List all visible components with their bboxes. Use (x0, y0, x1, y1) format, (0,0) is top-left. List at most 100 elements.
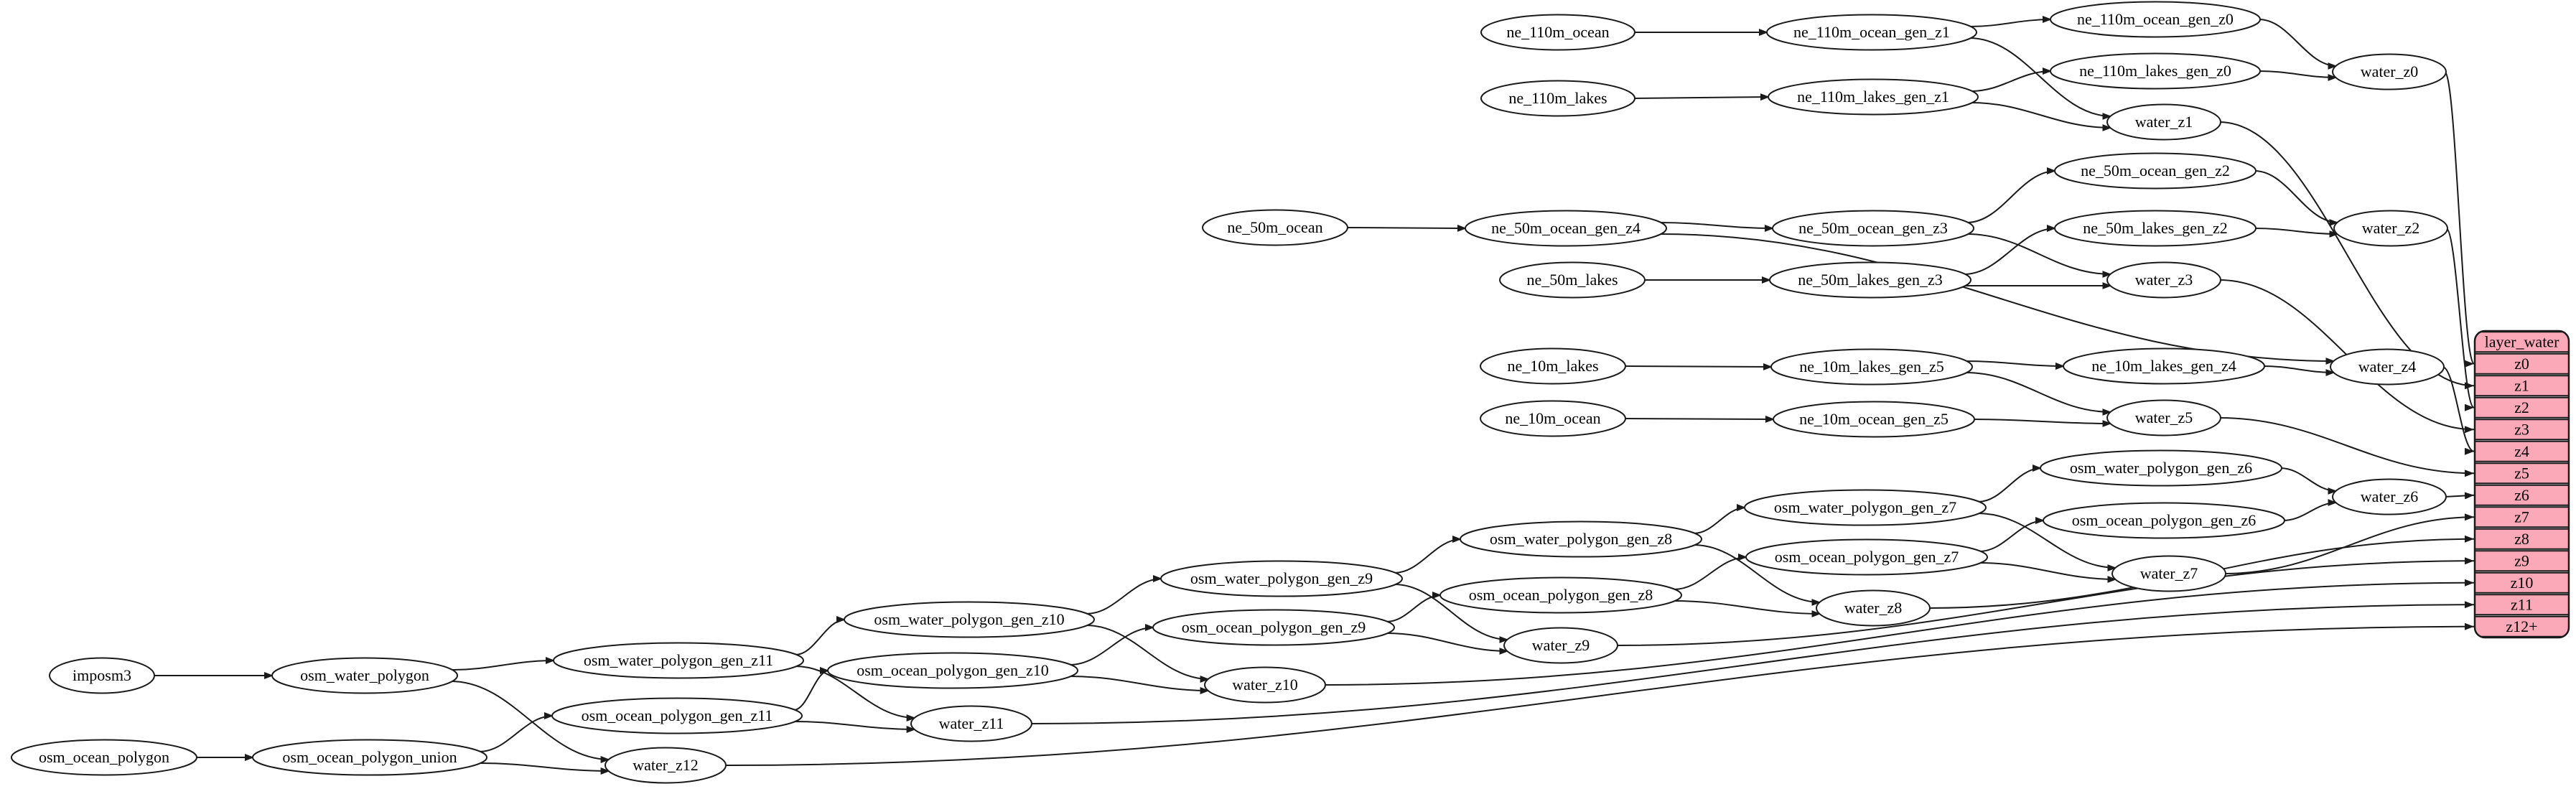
edge-osm_ocean_polygon_gen_z8-to-osm_ocean_polygon_gen_z7 (1673, 554, 1748, 590)
node-label: water_z8 (1844, 599, 1903, 617)
node-ellipse (1816, 589, 1931, 627)
node-ellipse (551, 697, 803, 734)
node-label: osm_water_polygon_gen_z9 (1190, 569, 1373, 587)
table-title: layer_water (2485, 332, 2559, 350)
edge-osm_water_polygon_gen_z9-to-osm_water_polygon_gen_z8 (1394, 536, 1462, 574)
table-row-label-z4: z4 (2514, 442, 2529, 460)
edge-osm_water_polygon_gen_z7-to-osm_water_polygon_gen_z6 (1977, 464, 2043, 503)
node-ellipse (1499, 261, 1646, 299)
node-ne_50m_lakes_gen_z3: ne_50m_lakes_gen_z3 (1769, 261, 1971, 299)
node-ne_110m_ocean: ne_110m_ocean (1480, 14, 1635, 51)
node-label: imposm3 (73, 666, 131, 684)
edge-ne_50m_ocean_gen_z2-to-water_z2 (2254, 170, 2339, 226)
node-water_z1: water_z1 (2106, 103, 2221, 141)
edge-ne_10m_lakes-to-ne_10m_lakes_gen_z5 (1623, 363, 1773, 370)
table-row-z0 (2475, 353, 2569, 375)
node-water_z6: water_z6 (2332, 478, 2447, 515)
table-row-z11 (2475, 594, 2569, 616)
table-row-label-z7: z7 (2514, 508, 2529, 526)
node-label: osm_ocean_polygon (39, 748, 169, 766)
node-label: osm_water_polygon_gen_z6 (2070, 459, 2252, 477)
edge-water_z10-to-layer_water-z10 (1323, 579, 2475, 686)
node-osm_ocean_polygon_union: osm_ocean_polygon_union (252, 739, 487, 776)
node-label: water_z11 (939, 714, 1004, 732)
edge-osm_water_polygon_gen_z10-to-water_z10 (1086, 625, 1210, 683)
table-row-z9 (2475, 550, 2569, 572)
edge-ne_10m_ocean_gen_z5-to-water_z5 (1972, 419, 2112, 427)
node-label: osm_water_polygon_gen_z7 (1774, 498, 1956, 516)
node-ellipse (1503, 627, 1618, 664)
node-osm_water_polygon_gen_z10: osm_water_polygon_gen_z10 (844, 601, 1095, 638)
edge-water_z1-to-layer_water-z1 (2218, 121, 2475, 390)
node-ellipse (1460, 520, 1702, 558)
node-osm_ocean_polygon_gen_z8: osm_ocean_polygon_gen_z8 (1439, 576, 1682, 614)
node-label: water_z4 (2358, 358, 2417, 375)
node-label: ne_110m_ocean_gen_z1 (1793, 23, 1950, 41)
node-osm_ocean_polygon_gen_z6: osm_ocean_polygon_gen_z6 (2043, 502, 2285, 539)
edge-ne_50m_ocean_gen_z3-to-water_z3 (1966, 233, 2112, 278)
edge-osm_ocean_polygon_gen_z7-to-water_z7 (1979, 562, 2117, 583)
edge-water_z6-to-layer_water-z6 (2444, 492, 2475, 500)
edge-ne_110m_lakes_gen_z0-to-water_z0 (2258, 70, 2338, 81)
node-ellipse (1770, 348, 1973, 386)
table-row-label-z2: z2 (2514, 398, 2529, 416)
node-ellipse (1439, 576, 1682, 614)
node-ne_50m_ocean_gen_z3: ne_50m_ocean_gen_z3 (1772, 210, 1974, 247)
node-ne_110m_lakes_gen_z1: ne_110m_lakes_gen_z1 (1768, 78, 1979, 116)
node-label: ne_50m_lakes (1526, 271, 1618, 289)
node-osm_ocean_polygon: osm_ocean_polygon (11, 739, 197, 776)
node-label: ne_50m_lakes_gen_z2 (2083, 219, 2228, 237)
node-label: ne_10m_ocean_gen_z5 (1799, 410, 1949, 428)
node-ellipse (1769, 261, 1971, 299)
node-osm_ocean_polygon_gen_z9: osm_ocean_polygon_gen_z9 (1152, 609, 1395, 646)
edge-ne_50m_ocean_gen_z4-to-ne_50m_ocean_gen_z3 (1659, 222, 1775, 232)
table-row-z3 (2475, 419, 2569, 441)
edge-osm_water_polygon_gen_z11-to-water_z11 (795, 666, 916, 722)
edge-osm_water_polygon-to-water_z12 (450, 681, 610, 763)
node-label: ne_110m_lakes_gen_z1 (1797, 88, 1949, 106)
table-border (2473, 330, 2570, 639)
node-ellipse (2106, 399, 2221, 436)
edge-water_z11-to-layer_water-z11 (1030, 601, 2475, 724)
node-label: osm_ocean_polygon_gen_z11 (582, 706, 773, 724)
table-row-z7 (2475, 506, 2569, 528)
node-ellipse (1773, 401, 1975, 438)
node-ellipse (11, 739, 197, 776)
node-label: ne_10m_lakes_gen_z4 (2091, 357, 2236, 375)
edge-osm_ocean_polygon_gen_z10-to-water_z10 (1069, 676, 1210, 694)
node-label: ne_10m_ocean (1505, 409, 1600, 427)
node-ellipse (1772, 210, 1974, 247)
node-label: osm_ocean_polygon_gen_z10 (857, 661, 1049, 679)
node-ne_10m_lakes: ne_10m_lakes (1480, 347, 1626, 385)
node-water_z3: water_z3 (2106, 261, 2221, 299)
node-ellipse (1480, 14, 1635, 51)
edge-osm_water_polygon_gen_z9-to-water_z9 (1394, 584, 1509, 643)
nodes-layer: ne_110m_ocean ne_110m_ocean_gen_z1 ne_110m… (11, 1, 2448, 784)
node-label: water_z3 (2135, 271, 2193, 289)
edge-water_z9-to-layer_water-z9 (1615, 557, 2475, 646)
edge-osm_water_polygon-to-osm_water_polygon_gen_z11 (450, 657, 556, 671)
node-ne_110m_ocean_gen_z1: ne_110m_ocean_gen_z1 (1766, 14, 1977, 51)
node-label: ne_10m_lakes_gen_z5 (1799, 358, 1944, 375)
node-osm_water_polygon_gen_z11: osm_water_polygon_gen_z11 (553, 642, 804, 679)
node-label: osm_ocean_polygon_union (282, 748, 457, 766)
node-label: osm_ocean_polygon_gen_z7 (1775, 548, 1959, 566)
edge-ne_110m_ocean_gen_z0-to-water_z0 (2258, 19, 2338, 70)
edge-osm_ocean_polygon_gen_z7-to-osm_ocean_polygon_gen_z6 (1979, 517, 2045, 552)
edge-ne_110m_lakes_gen_z1-to-ne_110m_lakes_gen_z0 (1970, 67, 2053, 92)
node-ellipse (1204, 666, 1326, 704)
node-ellipse (1766, 14, 1977, 51)
node-water_z7: water_z7 (2111, 555, 2226, 592)
edge-osm_ocean_polygon_union-to-osm_ocean_polygon_gen_z11 (479, 712, 554, 752)
node-water_z9: water_z9 (1503, 627, 1618, 664)
table-row-z4 (2475, 440, 2569, 462)
node-label: water_z2 (2362, 219, 2420, 237)
edge-ne_110m_ocean_gen_z1-to-ne_110m_ocean_gen_z0 (1969, 16, 2053, 27)
edge-osm_ocean_polygon_gen_z8-to-water_z8 (1673, 600, 1821, 617)
node-label: ne_10m_lakes (1507, 357, 1598, 375)
node-ellipse (844, 601, 1095, 638)
node-label: ne_110m_ocean_gen_z0 (2077, 10, 2234, 28)
node-label: osm_ocean_polygon_gen_z8 (1469, 586, 1653, 604)
node-label: water_z1 (2135, 113, 2193, 131)
node-label: water_z10 (1232, 676, 1298, 694)
